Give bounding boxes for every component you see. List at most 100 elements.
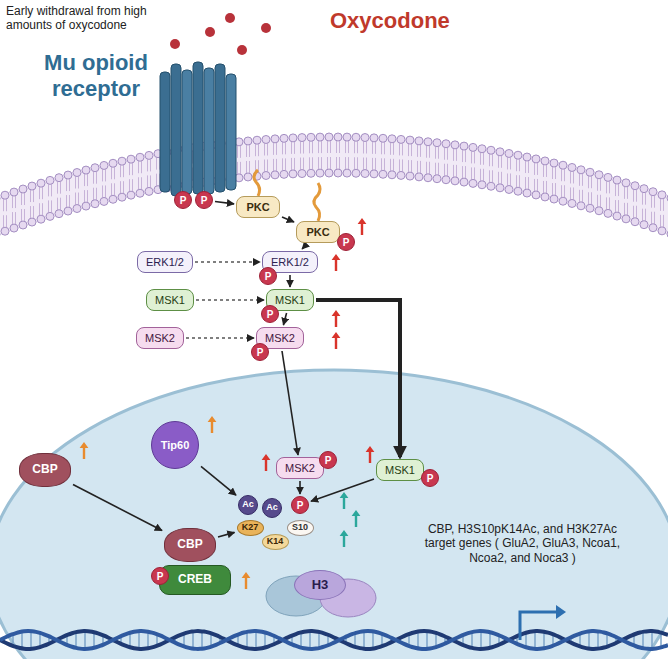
lipid-head (406, 172, 414, 180)
lipid-head (28, 218, 36, 226)
dna-helix (0, 631, 668, 649)
phosphate-circle: P (259, 267, 277, 285)
lipid-head (397, 171, 405, 179)
node-text: P (265, 271, 272, 282)
arrow-connector (299, 481, 301, 494)
lipid-head (622, 179, 630, 187)
helix (193, 62, 203, 194)
lipid-head (487, 182, 495, 190)
phosphate-circle: P (174, 191, 192, 209)
arrow-connector (311, 479, 374, 501)
base-pair (300, 632, 302, 647)
kinase-box: PKC (296, 221, 340, 243)
lipid-tail (139, 159, 142, 191)
arrow-connector (218, 532, 235, 537)
node-text: H3 (312, 578, 329, 592)
residue-oval: S10 (287, 520, 314, 536)
node-text: P (267, 309, 274, 320)
lipid-head (577, 202, 585, 210)
base-pair (255, 631, 257, 649)
lipid-anchor (314, 183, 320, 221)
node-text: CBP (177, 538, 202, 551)
lipid-head (595, 171, 603, 179)
base-pair (534, 631, 536, 649)
lipid-head (649, 188, 657, 196)
base-pair (417, 632, 419, 649)
helix (171, 64, 181, 196)
lipid-head (559, 197, 567, 205)
lipid-tail (481, 151, 484, 183)
lipid-head (559, 161, 567, 169)
lipid-head (55, 210, 63, 218)
helix (215, 64, 225, 192)
lipid-tail (292, 140, 295, 172)
lipid-head (37, 179, 45, 187)
lipid-head (433, 139, 441, 147)
node-text: PKC (306, 226, 329, 238)
helix (226, 74, 236, 190)
lipid-head (649, 224, 657, 232)
lipid-head (244, 173, 252, 181)
lipid-head (334, 169, 342, 177)
lipid-head (586, 168, 594, 176)
node-text: Ac (242, 500, 254, 510)
lipid-head (100, 197, 108, 205)
node-text: P (180, 195, 187, 206)
helix (204, 68, 214, 194)
transcription-factor-box: CREB (159, 565, 231, 595)
lipid-head (1, 191, 9, 199)
lipid-head (352, 133, 360, 141)
arrow-connector (316, 300, 400, 457)
lipid-tail (616, 182, 619, 214)
lipid-tail (490, 152, 493, 184)
lipid-tail (544, 163, 547, 195)
lipid-head (658, 191, 666, 199)
lipid-tail (499, 154, 502, 186)
phosphate-circle: P (337, 233, 355, 251)
receptor-symbol (160, 62, 236, 196)
base-pair (93, 632, 95, 648)
lipid-head (19, 185, 27, 193)
label-box: Early withdrawal from high amounts of ox… (6, 4, 166, 33)
lipid-head (532, 155, 540, 163)
arrow-connector (73, 484, 162, 530)
promoter-arrowhead (556, 605, 566, 619)
lipid-head (469, 143, 477, 151)
base-pair (201, 631, 203, 649)
lipid-head (595, 207, 603, 215)
lipid-tail (283, 140, 286, 172)
lipid-anchor (254, 170, 260, 196)
lipid-head (451, 141, 459, 149)
molecule (170, 39, 180, 49)
lipid-head (100, 161, 108, 169)
node-text: MSK2 (285, 462, 315, 474)
kinase-box: MSK1 (146, 289, 194, 311)
base-pair (363, 631, 365, 649)
lipid-head (19, 221, 27, 229)
lipid-head (406, 136, 414, 144)
lipid-tail (319, 139, 322, 171)
increase-arrow (80, 442, 89, 459)
lipid-tail (238, 144, 241, 176)
lipid-head (73, 169, 81, 177)
node-text: P (201, 195, 208, 206)
node-text: MSK2 (145, 332, 175, 344)
lipid-tail (400, 141, 403, 173)
increase-arrow (332, 332, 341, 349)
lipid-tail (436, 145, 439, 177)
lipid-head (667, 230, 668, 238)
lipid-tail (418, 143, 421, 175)
lipid-head (640, 221, 648, 229)
label-box: CBP, H3S10pK14Ac, and H3K27Ac target gen… (420, 522, 625, 565)
coactivator-blob: CBP (19, 453, 71, 487)
base-pair (318, 632, 320, 648)
lipid-head (604, 173, 612, 181)
node-text: Ac (266, 503, 278, 513)
label-text: Oxycodone (330, 8, 460, 34)
lipid-tail (364, 140, 367, 172)
label-box: Oxycodone (330, 8, 460, 34)
lipid-tail (607, 179, 610, 211)
lipid-tail (652, 194, 655, 226)
lipid-tail (274, 141, 277, 173)
